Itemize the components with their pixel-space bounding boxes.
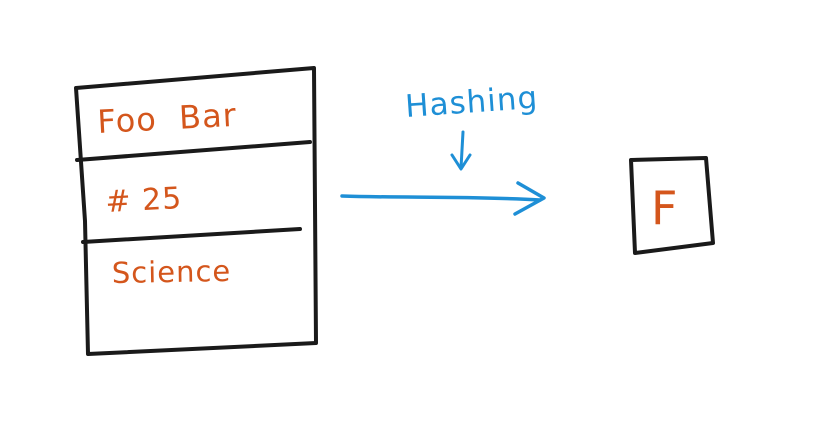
hashing-arrow (340, 181, 546, 216)
record-table (74, 66, 318, 356)
record-field-number: # 25 (105, 181, 184, 220)
record-table-border (74, 66, 318, 356)
hashing-label: Hashing (404, 80, 539, 125)
record-field-name: Foo Bar (96, 96, 237, 141)
record-divider-2 (81, 227, 302, 244)
record-field-subject: Science (112, 254, 232, 290)
arrow-head (513, 181, 546, 216)
hash-result-box (629, 156, 715, 255)
record-divider-1 (75, 140, 312, 162)
hash-result-value: F (651, 181, 678, 235)
hashing-down-arrow-icon (450, 130, 472, 171)
arrow-shaft (340, 194, 542, 202)
